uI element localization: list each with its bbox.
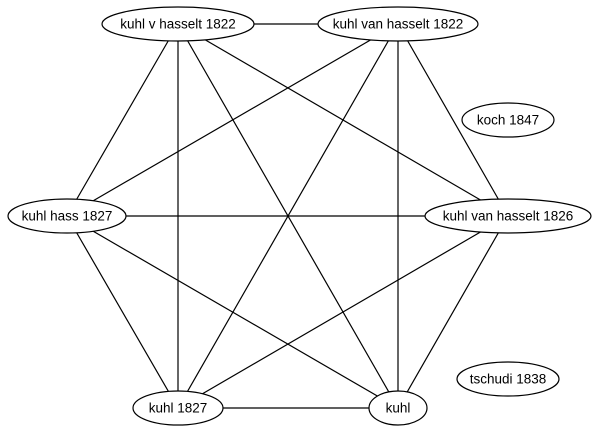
node-n7: kuhl 1827 [132, 390, 224, 426]
node-n1: kuhl v hasselt 1822 [101, 6, 255, 42]
nodes-layer: kuhl v hasselt 1822 kuhl van hasselt 1822… [7, 6, 592, 426]
edge-n4-n8 [66, 215, 399, 409]
node-ellipse [132, 390, 224, 426]
node-n4: kuhl hass 1827 [7, 198, 127, 234]
edge-n4-n7 [66, 215, 179, 409]
node-ellipse [368, 390, 428, 426]
node-n6: tschudi 1838 [456, 361, 560, 397]
node-ellipse [424, 198, 592, 234]
node-n2: kuhl van hasselt 1822 [317, 6, 479, 42]
node-ellipse [456, 361, 560, 397]
node-label: kuhl [386, 401, 411, 416]
node-label: kuhl van hasselt 1826 [443, 209, 574, 224]
edges-layer [66, 23, 509, 409]
node-label: kuhl hass 1827 [22, 209, 113, 224]
node-ellipse [7, 198, 127, 234]
node-label: kuhl 1827 [149, 401, 208, 416]
node-ellipse [461, 102, 555, 138]
edge-n1-n4 [66, 23, 179, 217]
node-label: kuhl van hasselt 1822 [333, 17, 464, 32]
node-label: kuhl v hasselt 1822 [120, 17, 236, 32]
node-ellipse [317, 6, 479, 42]
edge-n2-n4 [66, 23, 399, 217]
node-n8: kuhl [368, 390, 428, 426]
edge-n5-n8 [397, 215, 509, 409]
node-n5: kuhl van hasselt 1826 [424, 198, 592, 234]
node-label: koch 1847 [477, 113, 539, 128]
edge-n5-n7 [177, 215, 509, 409]
node-label: tschudi 1838 [470, 372, 547, 387]
node-n3: koch 1847 [461, 102, 555, 138]
edge-n2-n5 [397, 23, 509, 217]
node-ellipse [101, 6, 255, 42]
